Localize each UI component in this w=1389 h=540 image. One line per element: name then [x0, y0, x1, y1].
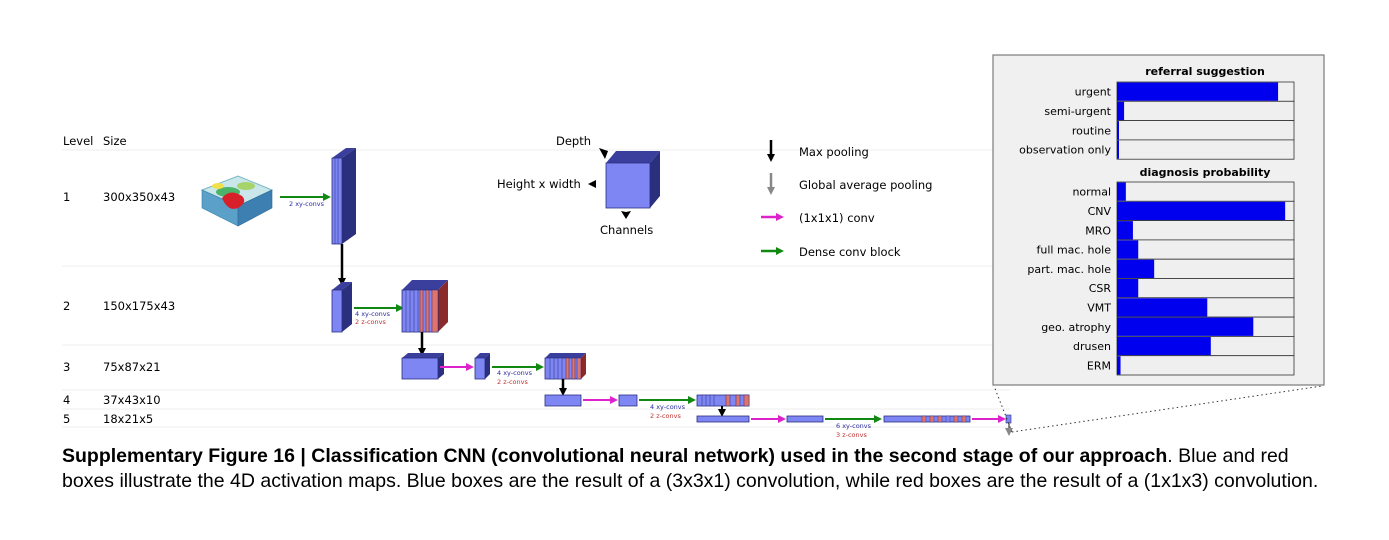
size-header: Size — [103, 134, 127, 148]
bar-routine — [1117, 121, 1119, 140]
legend-dense-conv-label: Dense conv block — [799, 245, 901, 259]
bar-drusen — [1117, 336, 1211, 356]
bar-track-routine — [1116, 120, 1295, 141]
level1-feature-map — [331, 148, 356, 245]
block-label-z: 2 z-convs — [497, 378, 528, 386]
block-label-z: 3 z-convs — [836, 431, 867, 439]
level4-pooled-map — [544, 394, 582, 407]
bar-label-part-mac-hole: part. mac. hole — [1027, 263, 1111, 276]
row-size: 75x87x21 — [103, 360, 161, 374]
cube-channels-label: Channels — [600, 223, 653, 237]
bar-label-erm: ERM — [1087, 359, 1111, 372]
caption-body: . Blue and red boxes illustrate the 4D a… — [62, 445, 1319, 492]
caption-title: Supplementary Figure 16 | Classification… — [62, 445, 1168, 467]
level5-pooled-map — [696, 415, 750, 423]
level-header: Level — [63, 134, 93, 148]
row-size: 150x175x43 — [103, 299, 175, 313]
bar-mro — [1117, 221, 1133, 240]
block-label-xy: 4 xy-convs — [497, 369, 533, 377]
input-oct-volume-image — [200, 175, 274, 227]
bar-observation-only — [1117, 140, 1119, 159]
legend-global-avg-pooling-label: Global average pooling — [799, 178, 932, 192]
block-label-z: 2 z-convs — [355, 318, 386, 326]
block-label-xy: 4 xy-convs — [355, 310, 391, 318]
bar-vmt — [1117, 298, 1208, 317]
bar-normal — [1117, 182, 1126, 201]
bar-track-erm — [1116, 355, 1295, 376]
bar-label-observation-only: observation only — [1019, 144, 1111, 157]
cnn-architecture-diagram: Level Size 1 300x350x43 2 150x175x43 3 7… — [62, 54, 1325, 439]
block-label-xy: 6 xy-convs — [836, 422, 872, 430]
cube-depth-label: Depth — [556, 134, 591, 148]
level2-input-map — [331, 282, 352, 333]
bar-track-observation-only — [1116, 139, 1295, 160]
bar-erm — [1117, 356, 1121, 375]
row-level: 1 — [63, 190, 70, 204]
cube-legend — [588, 148, 660, 219]
bar-label-mro: MRO — [1085, 224, 1111, 237]
bar-track-csr — [1116, 278, 1295, 299]
bar-label-vmt: VMT — [1087, 301, 1111, 314]
level3-input-map — [474, 353, 490, 380]
output-connector-line — [1011, 385, 1323, 433]
block-label-xy: 4 xy-convs — [650, 403, 686, 411]
row-size: 18x21x5 — [103, 412, 153, 426]
bar-geo-atrophy — [1117, 317, 1254, 336]
output-connector-line — [993, 385, 1013, 433]
level5-input-map — [786, 415, 824, 423]
bar-label-urgent: urgent — [1075, 86, 1112, 99]
row-level: 2 — [63, 299, 70, 313]
level4-dense-block-maps — [696, 394, 750, 407]
bar-csr — [1117, 279, 1139, 298]
bar-label-semi-urgent: semi-urgent — [1044, 105, 1111, 118]
cube-height-width-label: Height x width — [497, 177, 581, 191]
bar-semi-urgent — [1117, 101, 1125, 121]
bar-label-csr: CSR — [1089, 282, 1112, 295]
bar-track-mro — [1116, 220, 1295, 241]
legend-conv1x1-label: (1x1x1) conv — [799, 211, 875, 225]
level2-dense-block-maps — [401, 280, 448, 333]
bar-track-semi-urgent — [1116, 100, 1295, 122]
diagnosis-chart-title: diagnosis probability — [1140, 166, 1271, 179]
bar-cnv — [1117, 201, 1286, 221]
row-level: 4 — [63, 393, 70, 407]
bar-label-drusen: drusen — [1073, 340, 1111, 353]
row-level: 5 — [63, 412, 70, 426]
bar-label-geo-atrophy: geo. atrophy — [1041, 321, 1111, 334]
figure-caption: Supplementary Figure 16 | Classification… — [62, 444, 1322, 494]
bar-part-mac-hole — [1117, 259, 1155, 278]
bar-track-normal — [1116, 181, 1295, 202]
referral-chart-title: referral suggestion — [1145, 65, 1265, 78]
legend-max-pooling-label: Max pooling — [799, 145, 869, 159]
bar-label-full-mac-hole: full mac. hole — [1037, 244, 1112, 257]
level4-input-map — [618, 394, 638, 407]
bar-full-mac-hole — [1117, 240, 1139, 259]
row-level: 3 — [63, 360, 70, 374]
block-label-xy: 2 xy-convs — [289, 200, 325, 208]
bar-track-full-mac-hole — [1116, 239, 1295, 260]
level3-dense-block-maps — [544, 353, 586, 380]
row-size: 300x350x43 — [103, 190, 175, 204]
bar-urgent — [1117, 82, 1279, 101]
row-size: 37x43x10 — [103, 393, 161, 407]
level3-pooled-map — [401, 353, 444, 380]
bar-label-cnv: CNV — [1088, 205, 1112, 218]
bar-label-routine: routine — [1072, 124, 1111, 137]
bar-label-normal: normal — [1072, 186, 1111, 199]
level5-dense-block-maps — [883, 415, 971, 423]
referral-suggestion-chart: referral suggestion urgent semi-urgent rou… — [1019, 65, 1295, 160]
block-label-z: 2 z-convs — [650, 412, 681, 420]
